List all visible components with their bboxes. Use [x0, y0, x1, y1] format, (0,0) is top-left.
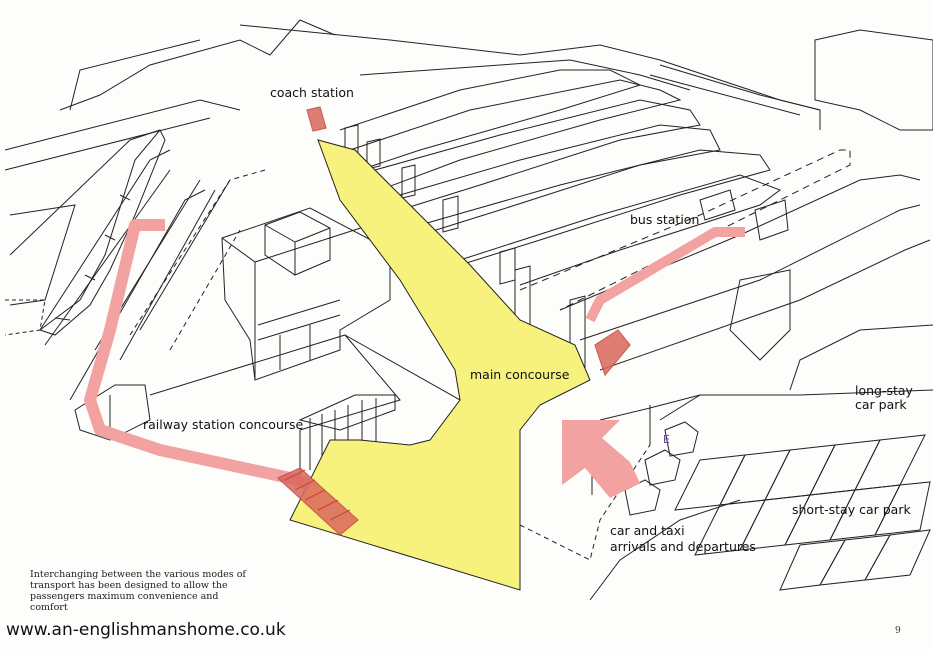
- caption-line2: transport has been designed to allow the: [30, 580, 228, 591]
- figure-caption: Interchanging between the various modes …: [30, 569, 280, 613]
- caption-line3: passengers maximum convenience and: [30, 591, 219, 602]
- page-number: 9: [895, 626, 901, 636]
- long-stay-label-line1: long-stay: [855, 383, 913, 398]
- caption-line1: Interchanging between the various modes …: [30, 569, 246, 580]
- car-arrival-arrow: [562, 420, 640, 498]
- bus-station-label: bus station: [630, 212, 700, 227]
- railway-station-concourse-label: railway station concourse: [143, 417, 304, 432]
- caption-line4: comfort: [30, 602, 68, 613]
- railway-platforms: [4, 19, 336, 401]
- watermark-url: www.an-englishmanshome.co.uk: [6, 620, 286, 640]
- route-arrows: [84, 219, 745, 498]
- escalators: [276, 106, 631, 536]
- main-concourse-area: [289, 139, 591, 591]
- long-stay-label-line2: car park: [855, 397, 907, 412]
- car-taxi-label-line2: arrivals and departures: [610, 539, 756, 554]
- bus-bays: [239, 24, 933, 371]
- car-parks: [589, 269, 933, 601]
- short-stay-label: short-stay car park: [792, 502, 911, 517]
- taxi-marker: E: [663, 433, 670, 446]
- car-taxi-label-line1: car and taxi: [610, 523, 685, 538]
- office-block: [221, 207, 391, 381]
- coach-station-label: coach station: [270, 85, 354, 100]
- bus-route: [585, 227, 745, 323]
- railway-route: [84, 219, 312, 491]
- main-concourse-label: main concourse: [470, 367, 570, 382]
